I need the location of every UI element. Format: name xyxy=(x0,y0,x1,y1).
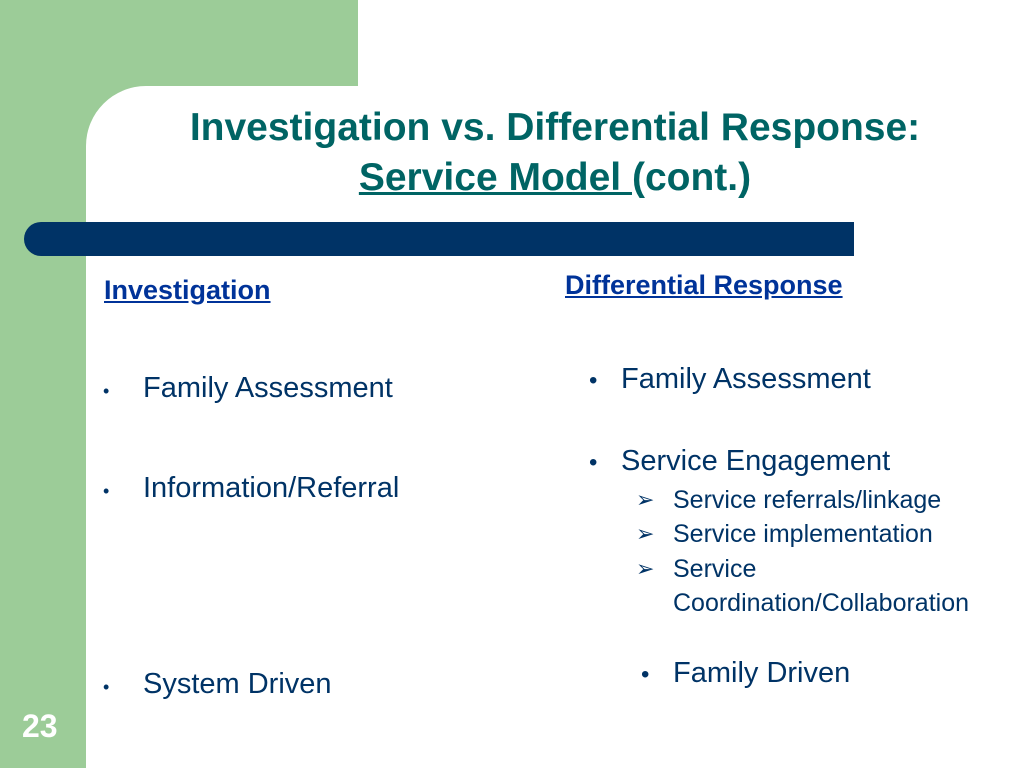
differential-heading: Differential Response xyxy=(565,270,843,300)
slide-title: Investigation vs. Differential Response:… xyxy=(86,103,1024,203)
differential-item-3: • Family Driven xyxy=(641,657,851,690)
investigation-item-1-label: Family Assessment xyxy=(143,372,393,404)
title-underlined-text: Service Model xyxy=(358,156,632,199)
differential-item-3-label: Family Driven xyxy=(673,657,851,689)
differential-item-2-label: Service Engagement xyxy=(621,445,891,477)
bullet-dot-icon: • xyxy=(103,677,110,697)
investigation-item-3-label: System Driven xyxy=(143,668,332,700)
investigation-item-2: • Information/Referral xyxy=(103,472,400,505)
arrow-bullet-icon: ➢ xyxy=(636,556,655,581)
differential-sub-item-3-label: Service xyxy=(673,555,757,583)
differential-sub-item-3-continued: Coordination/Collaboration xyxy=(673,589,970,617)
title-line-2: Service Model (cont.) xyxy=(86,153,1024,203)
differential-item-1: • Family Assessment xyxy=(589,363,871,396)
investigation-item-3: • System Driven xyxy=(103,668,332,701)
content-panel xyxy=(86,86,1024,768)
differential-item-2: • Service Engagement xyxy=(589,445,891,478)
bullet-dot-icon: • xyxy=(641,661,650,688)
differential-sub-item-2-label: Service implementation xyxy=(673,520,933,548)
bullet-dot-icon: • xyxy=(103,481,110,501)
differential-sub-item-2: ➢ Service implementation xyxy=(636,517,933,551)
investigation-item-1: • Family Assessment xyxy=(103,372,393,405)
investigation-item-2-label: Information/Referral xyxy=(143,472,400,504)
differential-sub-item-1-label: Service referrals/linkage xyxy=(673,486,942,514)
title-suffix: (cont.) xyxy=(631,156,752,199)
differential-sub-item-1: ➢ Service referrals/linkage xyxy=(636,483,942,517)
title-divider-bar xyxy=(24,222,854,256)
investigation-heading: Investigation xyxy=(104,275,271,305)
bullet-dot-icon: • xyxy=(589,449,598,476)
arrow-bullet-icon: ➢ xyxy=(636,521,655,546)
differential-item-1-label: Family Assessment xyxy=(621,363,871,395)
bullet-dot-icon: • xyxy=(589,367,598,394)
title-line-1: Investigation vs. Differential Response: xyxy=(189,106,921,149)
page-number: 23 xyxy=(22,708,58,744)
differential-sub-item-3: ➢ Service xyxy=(636,552,757,586)
bullet-dot-icon: • xyxy=(103,381,110,401)
arrow-bullet-icon: ➢ xyxy=(636,487,655,512)
